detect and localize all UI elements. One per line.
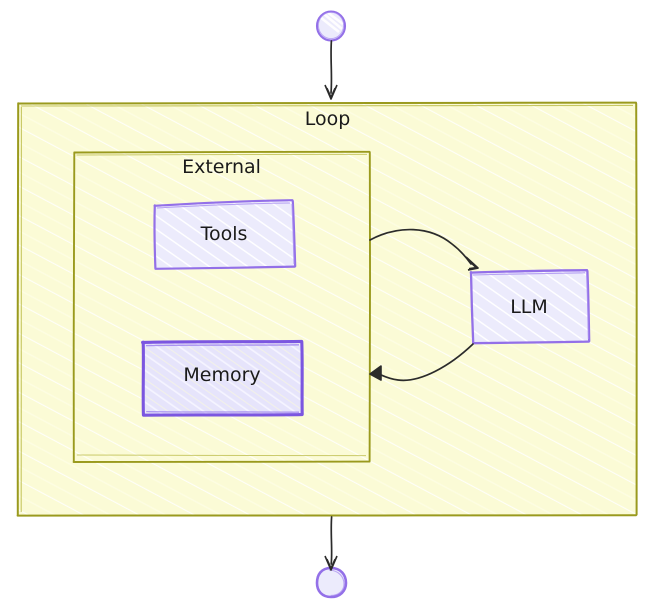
edge-llm-to-external[interactable] [369,343,474,382]
node-memory[interactable] [141,339,304,417]
edge-loop-to-end[interactable] [324,516,338,571]
node-llm[interactable] [469,269,591,345]
node-tools[interactable] [153,199,297,270]
node-start[interactable] [315,10,347,42]
edge-start-to-loop[interactable] [324,40,338,100]
node-end[interactable] [315,566,348,599]
edge-external-to-llm[interactable] [369,228,479,271]
